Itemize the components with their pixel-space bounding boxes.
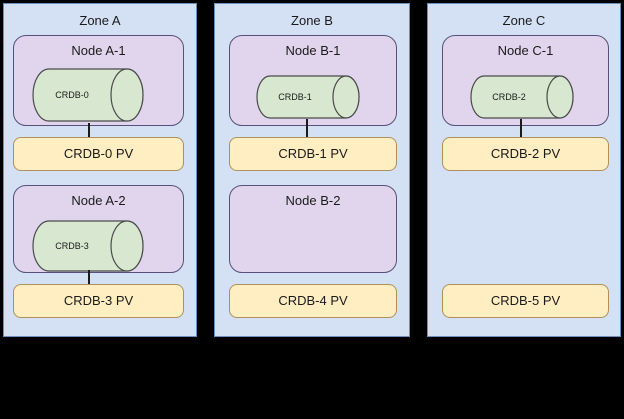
node-to-pv-connector: [306, 119, 308, 138]
pv-crdb-1[interactable]: CRDB-1 PV: [229, 137, 397, 171]
pv-crdb-0[interactable]: CRDB-0 PV: [13, 137, 184, 171]
node-title: Node B-1: [285, 43, 341, 58]
database-cylinder-crdb-0: CRDB-0: [32, 68, 144, 122]
pv-label: CRDB-5 PV: [490, 293, 561, 308]
zone-title: Zone B: [291, 13, 333, 28]
pv-crdb-4[interactable]: CRDB-4 PV: [229, 284, 397, 318]
node-title: Node A-2: [71, 193, 126, 208]
node-title: Node A-1: [71, 43, 126, 58]
pv-label: CRDB-3 PV: [63, 293, 134, 308]
pv-label: CRDB-0 PV: [63, 146, 134, 161]
node-to-pv-connector: [88, 270, 90, 285]
pv-crdb-3[interactable]: CRDB-3 PV: [13, 284, 184, 318]
database-cylinder-crdb-2: CRDB-2: [470, 75, 574, 119]
pv-crdb-5[interactable]: CRDB-5 PV: [442, 284, 609, 318]
zone-title: Zone C: [502, 13, 546, 28]
node-to-pv-connector: [88, 123, 90, 138]
pv-label: CRDB-2 PV: [490, 146, 561, 161]
database-cylinder-crdb-1: CRDB-1: [256, 75, 360, 119]
node-title: Node B-2: [285, 193, 341, 208]
zone-title: Zone A: [79, 13, 121, 28]
pv-label: CRDB-4 PV: [278, 293, 348, 308]
pv-label: CRDB-1 PV: [278, 146, 348, 161]
node-title: Node C-1: [497, 43, 554, 58]
node-to-pv-connector: [520, 119, 522, 138]
pv-crdb-2[interactable]: CRDB-2 PV: [442, 137, 609, 171]
node-b-2[interactable]: Node B-2: [229, 185, 397, 273]
database-cylinder-crdb-3: CRDB-3: [32, 220, 144, 272]
